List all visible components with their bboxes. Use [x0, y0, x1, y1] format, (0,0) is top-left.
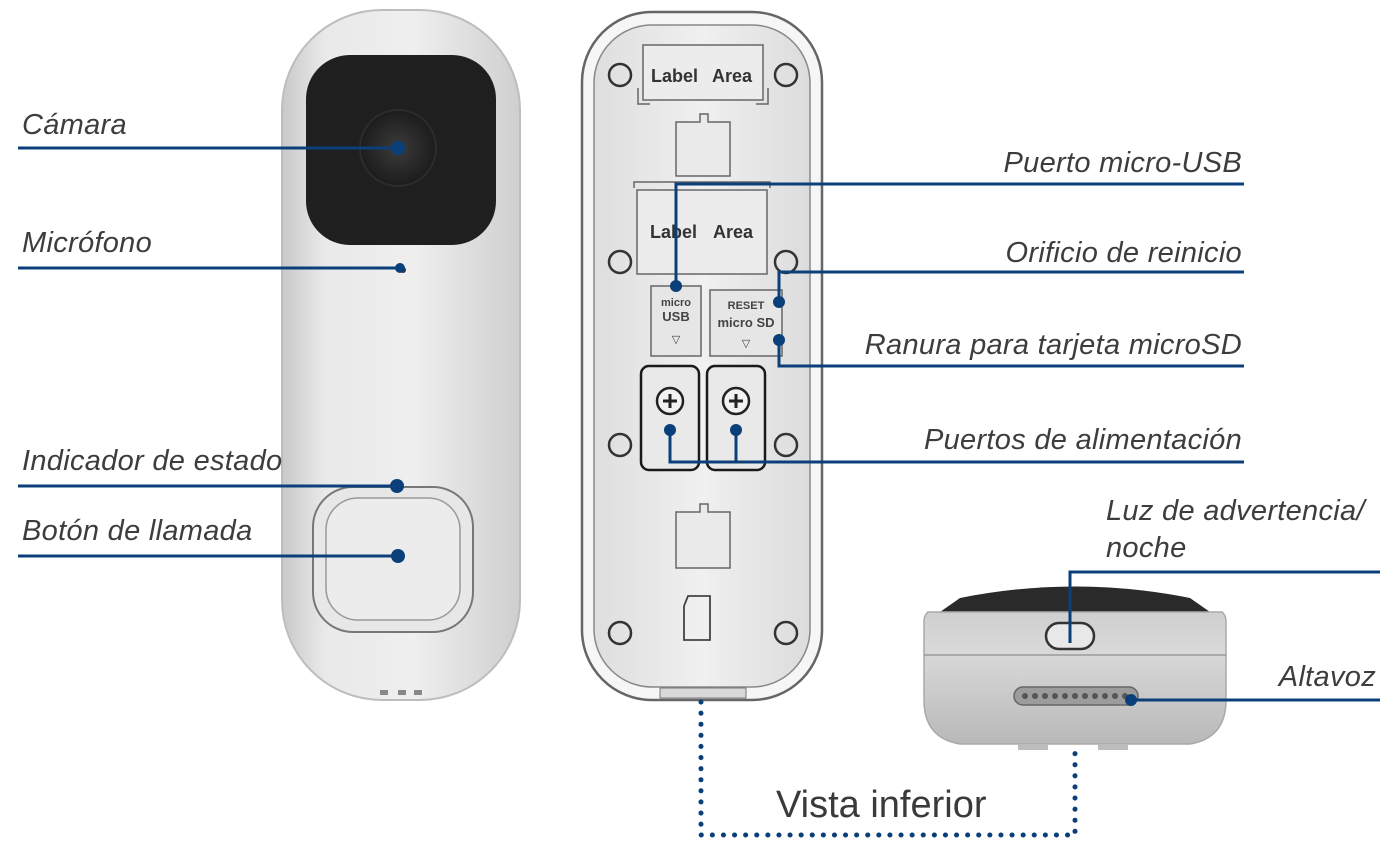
label-camera: Cámara [22, 109, 127, 141]
back-view: Label Area Label Area micro USB ▽ RESET … [580, 10, 824, 702]
leader-reset [777, 270, 1244, 302]
label-call: Botón de llamada [22, 515, 253, 547]
label-area-mid-word1: Label [650, 222, 697, 242]
usb-text-2: USB [662, 309, 689, 324]
bottom-body [923, 611, 1227, 745]
sd-arrow-icon: ▽ [742, 338, 751, 350]
bottom-device [923, 586, 1227, 750]
label-area-middle: Label Area [633, 181, 771, 275]
mounting-holes [607, 62, 799, 646]
sd-card-icon [683, 595, 711, 641]
bottom-view-connector [698, 699, 1078, 838]
label-power: Puertos de alimentación [924, 424, 1242, 456]
label-usb: Puerto micro-USB [1004, 147, 1242, 179]
label-area-top: Label Area [637, 44, 769, 105]
bottom-screws [380, 690, 422, 695]
bottom-top-rim [940, 586, 1210, 612]
label-speaker: Altavoz [1277, 661, 1376, 693]
label-sd: Ranura para tarjeta microSD [865, 329, 1242, 361]
label-warning-line1: Luz de advertencia/ [1106, 495, 1367, 527]
bottom-nub [659, 687, 747, 699]
label-bottom-view: Vista inferior [776, 784, 987, 826]
leader-usb [674, 182, 1244, 286]
label-area-top-word1: Label [651, 66, 698, 86]
usb-text-1: micro [661, 297, 691, 309]
leader-sd [777, 340, 1244, 368]
usb-arrow-icon: ▽ [672, 334, 681, 346]
label-reset: Orificio de reinicio [1006, 237, 1242, 269]
label-area-mid-word2: Area [713, 222, 754, 242]
sd-text: micro SD [717, 315, 774, 330]
leader-warning [1068, 570, 1380, 643]
label-warning-line2: noche [1106, 532, 1187, 564]
label-microphone: Micrófono [22, 227, 152, 259]
screw-right-icon [721, 386, 751, 416]
screw-left-icon [655, 386, 685, 416]
leader-dots [390, 141, 1137, 706]
sd-slot-block: RESET micro SD ▽ [709, 289, 783, 357]
speaker-holes [1022, 693, 1128, 699]
power-terminals [639, 364, 767, 472]
usb-port-block: micro USB ▽ [650, 285, 702, 357]
front-view [281, 9, 521, 701]
reset-text: RESET [728, 300, 765, 312]
bottom-foot-right [1098, 744, 1128, 750]
label-area-top-word2: Area [712, 66, 753, 86]
connector-tab-top [675, 113, 731, 177]
connector-tab-bottom [675, 503, 731, 569]
bottom-foot-left [1018, 744, 1048, 750]
label-status: Indicador de estado [22, 445, 282, 477]
